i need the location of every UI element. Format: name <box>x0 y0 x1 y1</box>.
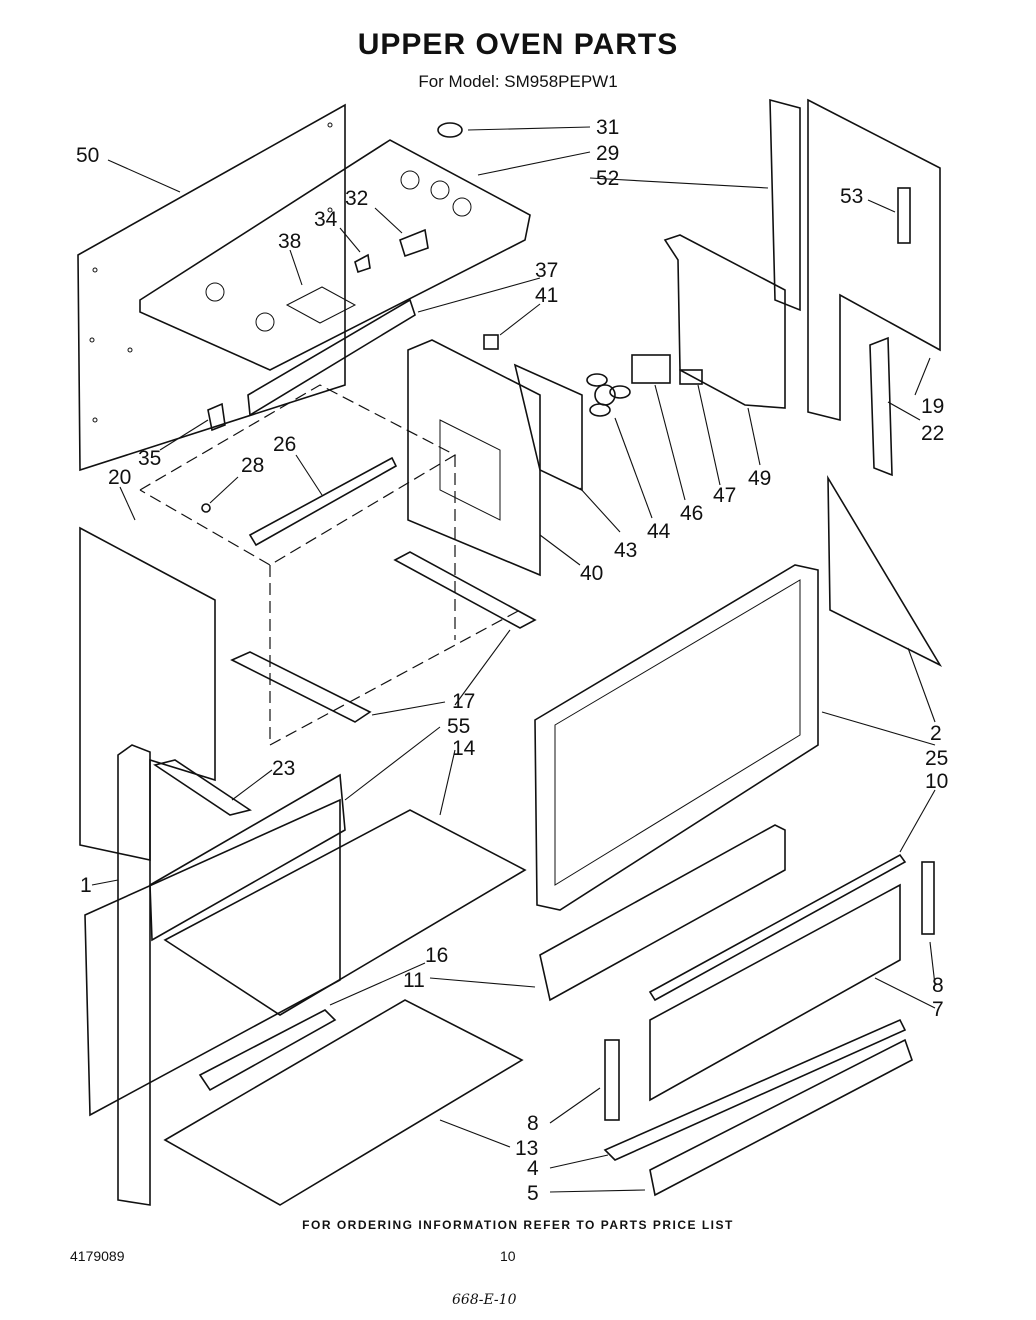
lower-side-wall <box>84 798 341 1117</box>
part-17-rail-right <box>393 551 537 629</box>
leader-lines <box>91 126 936 1193</box>
callout-49: 49 <box>748 467 771 490</box>
part-23-bracket <box>153 759 252 816</box>
part-19-side-panel <box>807 98 941 422</box>
part-8-post-right <box>921 861 935 935</box>
part-25-door-frame <box>534 564 819 911</box>
callout-8-lower: 8 <box>527 1112 539 1135</box>
part-11-front-channel <box>539 824 786 1002</box>
part-1-front-post <box>117 744 151 1206</box>
callout-5: 5 <box>527 1182 539 1205</box>
page-number: 10 <box>500 1248 516 1264</box>
part-32-bracket <box>399 228 429 258</box>
ordering-note: FOR ORDERING INFORMATION REFER TO PARTS … <box>302 1218 734 1232</box>
part-26-rail <box>248 456 398 547</box>
part-10-trim <box>648 853 907 1002</box>
part-40-back-shield <box>407 339 541 577</box>
part-2-gusset <box>827 475 943 667</box>
callout-38: 38 <box>278 230 301 253</box>
callout-46: 46 <box>680 502 703 525</box>
part-8-post-left <box>604 1039 620 1121</box>
callout-8: 8 <box>932 974 944 997</box>
part-52-side-rail <box>769 98 801 312</box>
part-44-fan-blade <box>586 373 631 417</box>
part-37-strip <box>247 298 416 417</box>
part-20-side-panel <box>79 526 216 861</box>
part-16-strip <box>198 1009 337 1092</box>
callout-47: 47 <box>713 484 736 507</box>
callout-43: 43 <box>614 539 637 562</box>
part-29-top-panel <box>139 139 531 371</box>
part-22-bracket <box>869 336 893 477</box>
part-17-rail-left <box>230 651 372 723</box>
callout-31: 31 <box>596 116 619 139</box>
part-53-slot <box>897 187 911 244</box>
part-43-fan-plate <box>513 363 583 492</box>
part-28-screw <box>201 503 211 513</box>
callout-20: 20 <box>108 466 131 489</box>
part-47-bracket <box>679 369 703 385</box>
part-50-rear-panel <box>77 103 346 472</box>
callout-labels: 31 29 52 50 53 32 34 38 37 41 35 20 28 2… <box>76 116 948 1205</box>
callout-50: 50 <box>76 144 99 167</box>
oven-cavity-outline <box>139 384 521 746</box>
part-13-bottom-tray <box>163 999 524 1206</box>
part-34-clip <box>354 253 371 274</box>
callout-2: 2 <box>930 722 942 745</box>
callout-10: 10 <box>925 770 948 793</box>
part-5-channel <box>649 1038 913 1197</box>
callout-19: 19 <box>921 395 944 418</box>
part-31-plug <box>437 122 463 138</box>
part-35-bracket <box>207 402 226 432</box>
callout-29: 29 <box>596 142 619 165</box>
callout-26: 26 <box>273 433 296 456</box>
callout-7: 7 <box>932 998 944 1021</box>
callout-32: 32 <box>345 187 368 210</box>
part-7-glass-panel <box>649 883 901 1102</box>
callout-52: 52 <box>596 167 619 190</box>
document-number: 4179089 <box>70 1248 125 1264</box>
callout-28: 28 <box>241 454 264 477</box>
callout-37: 37 <box>535 259 558 282</box>
callout-34: 34 <box>314 208 338 231</box>
callout-25: 25 <box>925 747 948 770</box>
callout-13: 13 <box>515 1137 538 1160</box>
callout-53: 53 <box>840 185 863 208</box>
callout-4: 4 <box>527 1157 539 1180</box>
callout-11: 11 <box>403 969 425 992</box>
callout-23: 23 <box>272 757 295 780</box>
callout-1: 1 <box>80 874 92 897</box>
handwritten-note: 668-E-10 <box>452 1292 517 1308</box>
callout-55: 55 <box>447 715 470 738</box>
page-title: UPPER OVEN PARTS <box>357 28 679 61</box>
callout-17: 17 <box>452 690 475 713</box>
part-14-oven-floor <box>163 809 527 1016</box>
callout-44: 44 <box>647 520 671 543</box>
part-4-bar <box>603 1018 907 1161</box>
callout-40: 40 <box>580 562 603 585</box>
callout-16: 16 <box>425 944 448 967</box>
callout-22: 22 <box>921 422 944 445</box>
part-41-clip <box>483 334 499 350</box>
part-55-side-trim <box>149 773 346 942</box>
part-49-motor-box <box>663 234 786 409</box>
callout-14: 14 <box>452 737 476 760</box>
callout-35: 35 <box>138 447 161 470</box>
model-subtitle: For Model: SM958PEPW1 <box>418 72 618 91</box>
part-46-motor <box>631 354 671 384</box>
callout-41: 41 <box>535 284 558 307</box>
